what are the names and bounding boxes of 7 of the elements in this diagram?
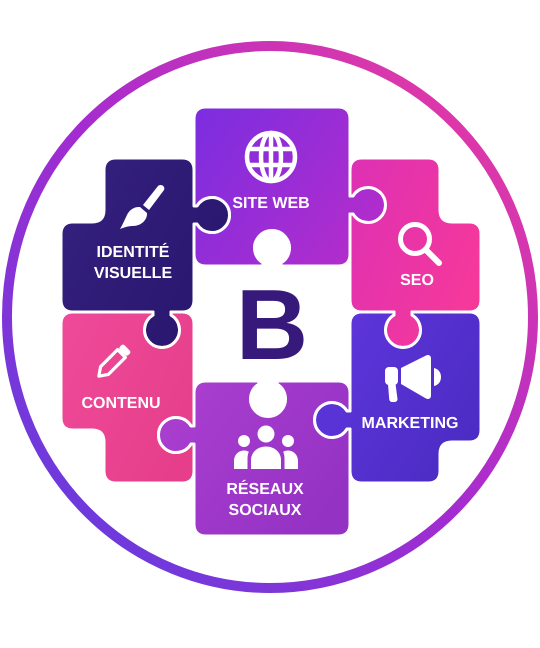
piece-label: CONTENU	[81, 394, 161, 414]
piece-label: SEO	[400, 271, 434, 291]
piece-label: SITE WEB	[232, 194, 310, 214]
center-letter: B	[236, 275, 308, 375]
piece-label: MARKETING	[362, 414, 458, 434]
piece-label: IDENTITÉ VISUELLE	[94, 242, 172, 284]
piece-label: RÉSEAUX SOCIAUX	[226, 479, 304, 521]
